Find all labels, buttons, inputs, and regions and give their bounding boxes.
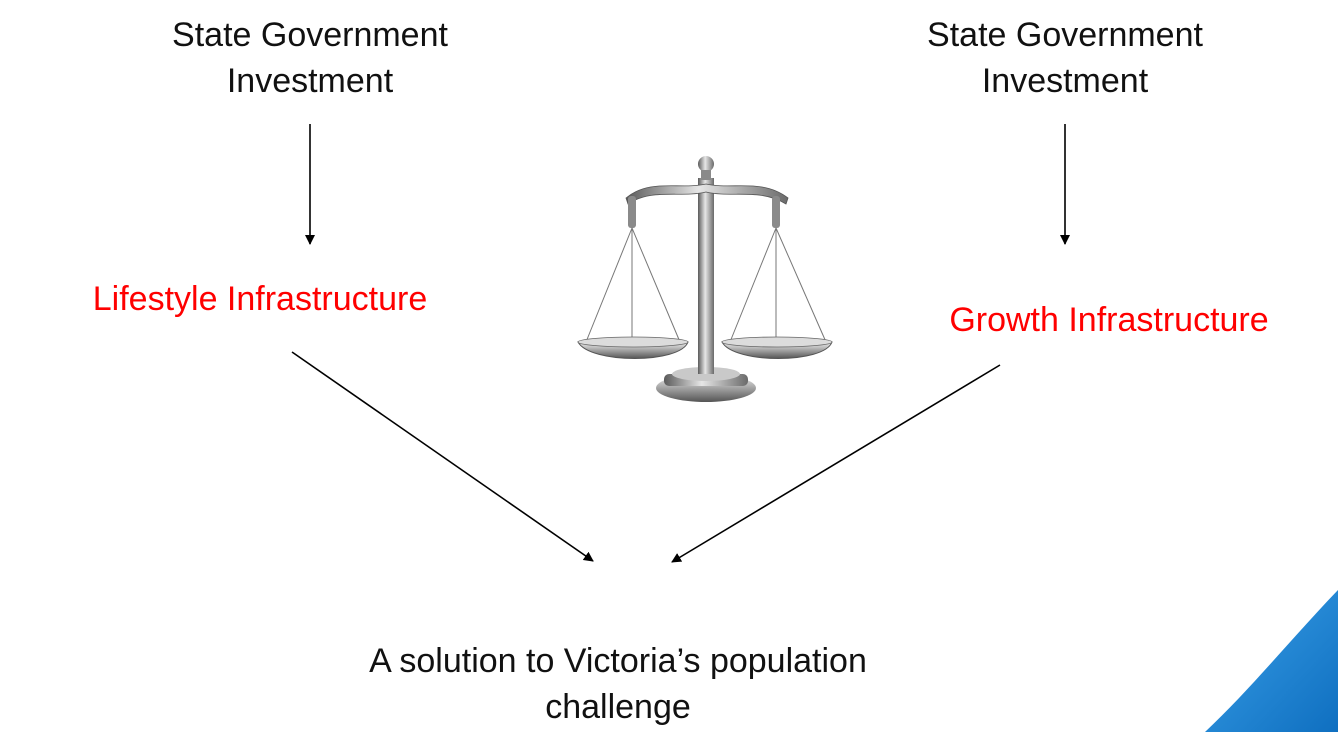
left-source-line1: State Government <box>172 16 448 54</box>
left-source-line2: Investment <box>226 62 394 100</box>
corner-swoosh-decoration <box>1205 590 1338 732</box>
outcome-line1: A solution to Victoria’s population <box>369 642 867 680</box>
right-diagonal-arrow <box>671 364 1001 563</box>
right-source-line2: Investment <box>981 62 1149 100</box>
lifestyle-infrastructure-label: Lifestyle Infrastructure <box>92 280 428 318</box>
growth-infrastructure-label: Growth Infrastructure <box>949 301 1269 339</box>
outcome-label: A solution to Victoria’s population chal… <box>218 638 1018 730</box>
balance-scale-icon <box>577 156 833 402</box>
left-source-label: State Government Investment <box>160 12 460 104</box>
right-source-label: State Government Investment <box>915 12 1215 104</box>
right-source-line1: State Government <box>927 16 1203 54</box>
outcome-line2: challenge <box>545 688 691 726</box>
left-diagonal-arrow <box>291 351 594 562</box>
